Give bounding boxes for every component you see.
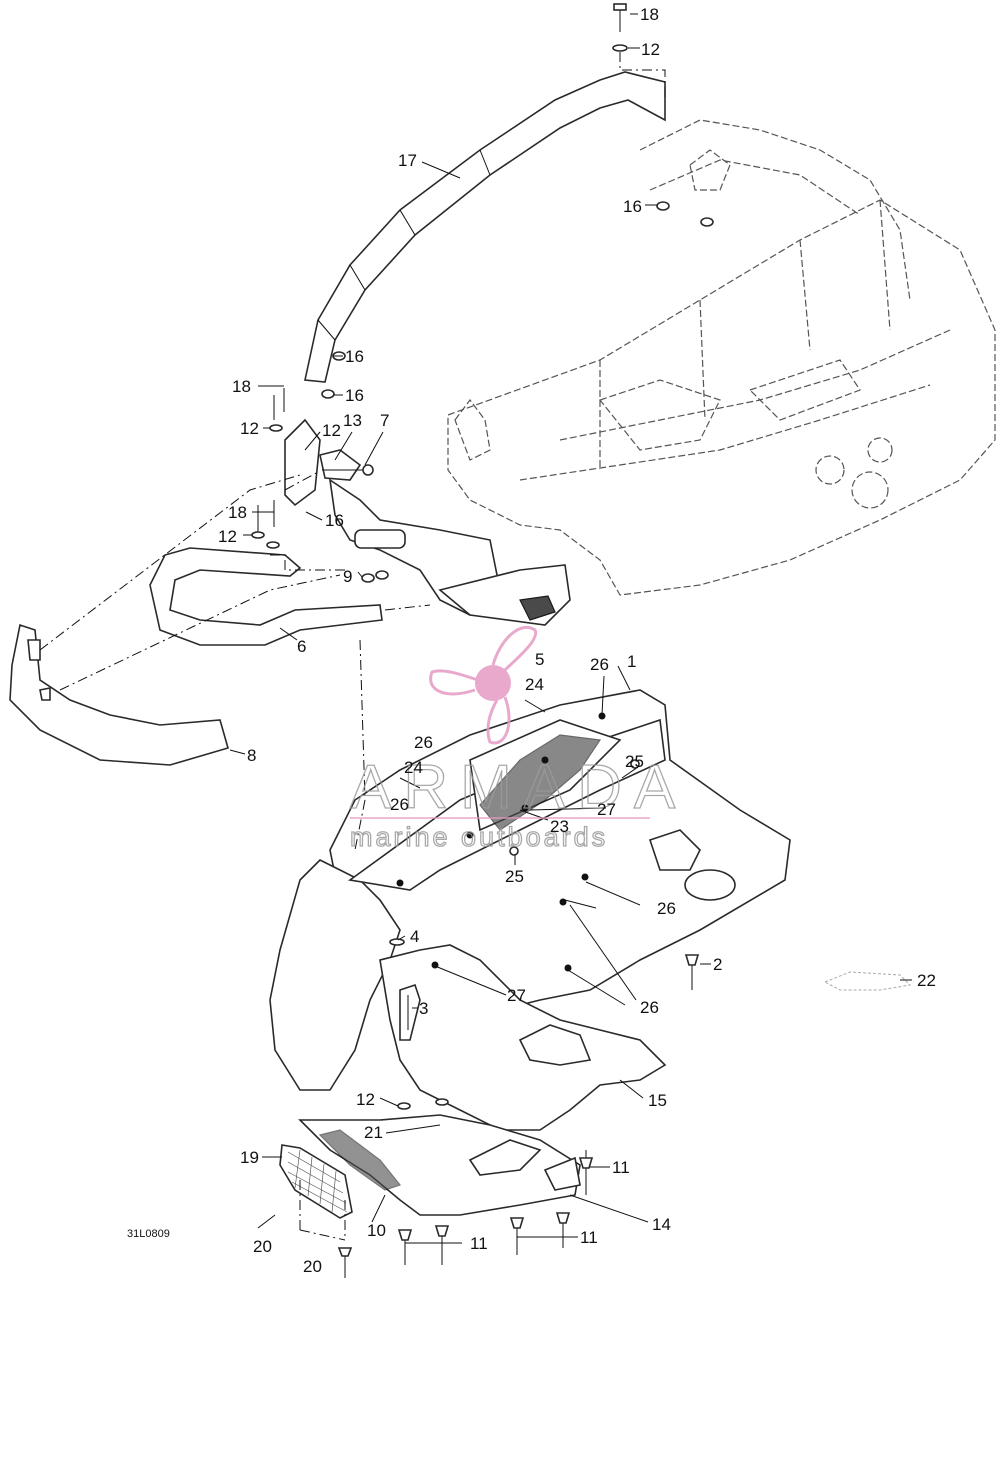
drawing-code: 31L0809 [127,1228,170,1240]
callout-5: 5 [535,650,544,669]
callout-26: 26 [390,795,409,814]
inner-deflector [379,944,667,1131]
front-bumper [9,474,341,766]
chassis-frame [447,119,996,596]
callout-11: 11 [612,1158,630,1177]
callout-26: 26 [640,998,659,1017]
callout-25: 25 [625,752,644,771]
callout-12: 12 [322,421,341,440]
fasteners [251,3,912,1278]
propeller-logo-icon [429,626,538,745]
callout-27: 27 [597,800,616,819]
callout-14: 14 [652,1215,671,1234]
callout-3: 3 [419,999,428,1018]
callout-21: 21 [364,1123,383,1142]
callout-18: 18 [228,503,247,522]
callout-18: 18 [640,5,659,24]
watermark-tagline: marine outboards [350,822,608,852]
callout-20: 20 [303,1257,322,1276]
callout-16: 16 [345,386,364,405]
callout-27: 27 [507,986,526,1005]
callout-16: 16 [345,347,364,366]
leader-lines [229,13,912,1244]
callout-23: 23 [550,817,569,836]
callout-16: 16 [623,197,642,216]
callout-26: 26 [657,899,676,918]
callout-16: 16 [325,511,344,530]
callout-26: 26 [590,655,609,674]
callout-13: 13 [343,411,362,430]
grille [279,1144,353,1219]
callout-12: 12 [240,419,259,438]
watermark-brand: ARMADA [350,753,687,822]
lower-bar [149,547,383,646]
front-bracket-assembly [284,418,571,626]
callout-11: 11 [580,1228,598,1247]
callout-25: 25 [505,867,524,886]
callout-6: 6 [297,637,306,656]
callout-11: 11 [470,1234,488,1253]
callout-26: 26 [414,733,433,752]
watermark: ARMADA marine outboards [349,626,687,853]
callout-8: 8 [247,746,256,765]
callout-9: 9 [343,567,352,586]
callout-12: 12 [356,1090,375,1109]
callout-7: 7 [380,411,389,430]
callout-15: 15 [648,1091,667,1110]
bottom-pan [269,689,791,1091]
callout-19: 19 [240,1148,259,1167]
callout-12: 12 [641,40,660,59]
callout-20: 20 [253,1237,272,1256]
callout-12: 12 [218,527,237,546]
callout-18: 18 [232,377,251,396]
skid-plate [298,1114,581,1216]
callout-24: 24 [404,758,423,777]
callout-22: 22 [917,971,936,990]
callout-10: 10 [367,1221,386,1240]
callout-17: 17 [398,151,417,170]
callout-4: 4 [410,927,419,946]
callout-1: 1 [627,652,636,671]
callout-labels: 18 12 17 16 16 16 18 12 12 13 7 18 12 16… [127,5,936,1276]
callout-2: 2 [713,955,722,974]
upper-bar [304,71,666,383]
callout-24: 24 [525,675,544,694]
